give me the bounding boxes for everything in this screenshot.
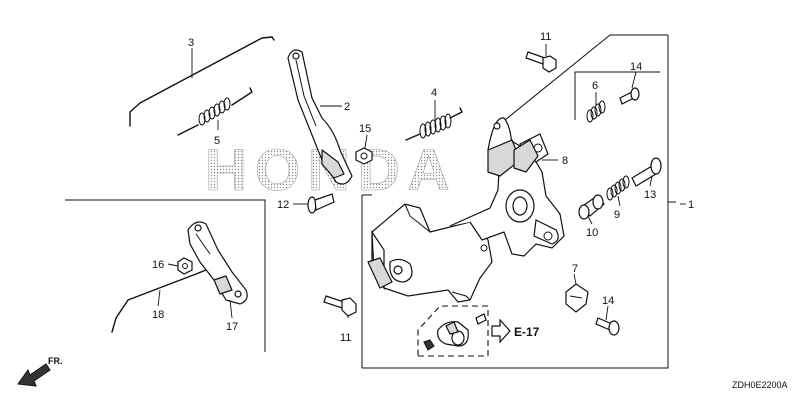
callout-2: 2 bbox=[344, 101, 350, 113]
callout-5: 5 bbox=[214, 135, 220, 147]
callout-18: 18 bbox=[152, 309, 164, 321]
spring-part-4 bbox=[405, 107, 463, 141]
callout-7: 7 bbox=[572, 263, 578, 275]
nut-part-16 bbox=[177, 257, 193, 275]
callout-17: 17 bbox=[226, 321, 238, 333]
callout-16: 16 bbox=[152, 259, 164, 271]
fr-direction-label: FR. bbox=[48, 356, 63, 366]
callout-13: 13 bbox=[644, 189, 656, 201]
bolt-part-11-bottom bbox=[323, 295, 357, 317]
screw-part-12 bbox=[307, 193, 335, 214]
e17-reference-arrow bbox=[491, 318, 511, 344]
callout-3: 3 bbox=[188, 37, 194, 49]
callout-9: 9 bbox=[614, 209, 620, 221]
diagram-code: ZDH0E2200A bbox=[732, 380, 788, 390]
callout-12: 12 bbox=[277, 199, 289, 211]
sub-assembly-frame bbox=[65, 199, 266, 352]
collar-part-10 bbox=[578, 194, 606, 220]
bolt-part-11-top bbox=[525, 51, 557, 73]
callout-10: 10 bbox=[586, 227, 598, 239]
callout-1: 1 bbox=[688, 199, 694, 211]
nut-part-15 bbox=[355, 147, 373, 165]
leader-lines bbox=[157, 44, 686, 321]
callout-14-bottom: 14 bbox=[602, 295, 614, 307]
callout-14-top: 14 bbox=[630, 61, 642, 73]
callout-4: 4 bbox=[431, 87, 437, 99]
bolt-part-13 bbox=[631, 157, 662, 187]
spring-part-9 bbox=[606, 175, 630, 201]
lever-part-17 bbox=[187, 221, 248, 305]
rod-part-18 bbox=[111, 269, 207, 333]
fr-direction-arrow bbox=[17, 363, 51, 387]
control-rod-part-3 bbox=[129, 36, 275, 127]
control-lever-part-2 bbox=[287, 49, 353, 185]
spring-part-5 bbox=[177, 87, 253, 136]
e17-reference-label: E-17 bbox=[514, 325, 540, 339]
callout-15: 15 bbox=[359, 123, 371, 135]
spring-part-6 bbox=[586, 100, 606, 123]
lever-part-8 bbox=[513, 139, 539, 173]
screw-part-14-bottom bbox=[595, 317, 620, 336]
detail-box bbox=[417, 305, 489, 357]
screw-part-14-top bbox=[619, 87, 640, 105]
callout-labels: 3 5 2 15 12 4 11 6 14 8 13 1 9 10 7 14 1… bbox=[152, 31, 694, 344]
assembly-frame bbox=[361, 34, 676, 369]
bracket-frame bbox=[574, 71, 660, 120]
clamp-part-7 bbox=[565, 283, 589, 313]
callout-6: 6 bbox=[592, 80, 598, 92]
callout-8: 8 bbox=[562, 155, 568, 167]
callout-11-top: 11 bbox=[540, 31, 551, 43]
callout-11-bottom: 11 bbox=[340, 332, 351, 344]
